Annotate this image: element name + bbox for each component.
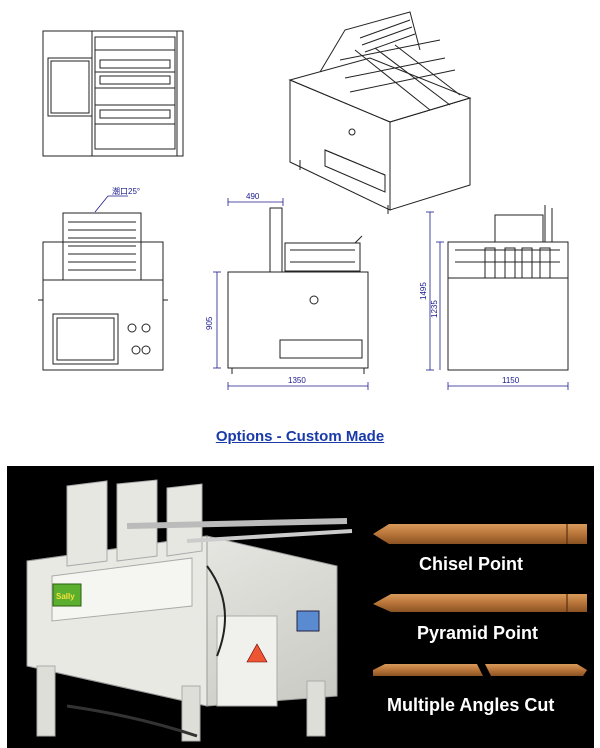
pyramid-point-stake	[373, 594, 587, 612]
product-photo-banner: Sally Chisel Point Pyramid Point Multipl…	[7, 466, 594, 748]
chisel-point-label: Chisel Point	[419, 554, 523, 574]
pyramid-point-label: Pyramid Point	[417, 623, 538, 643]
options-custom-made-link[interactable]: Options - Custom Made	[215, 428, 385, 445]
pointing-machine-illustration: Sally	[26, 479, 353, 742]
chamfer-angle-label: 潮口25°	[112, 186, 140, 196]
multiple-angles-stake-2	[485, 664, 587, 676]
side-width-dimension: 1350	[288, 376, 306, 385]
multiple-angles-cut-label: Multiple Angles Cut	[387, 695, 554, 715]
front-height-outer-dimension: 1495	[419, 282, 428, 300]
rear-view-drawing	[447, 205, 569, 371]
front-view-drawing	[38, 212, 168, 371]
chisel-point-stake	[373, 524, 587, 544]
stake-samples	[373, 524, 587, 676]
brand-logo: Sally	[56, 592, 75, 601]
side-height-dimension: 905	[205, 316, 214, 330]
side-view-drawing	[227, 207, 369, 374]
options-heading: Options - Custom Made	[0, 428, 600, 446]
front-height-inner-dimension: 1235	[430, 300, 439, 318]
side-top-dimension: 490	[246, 192, 260, 201]
front-width-dimension: 1150	[502, 376, 520, 385]
machine-photo: Sally Chisel Point Pyramid Point Multipl…	[26, 479, 587, 742]
isometric-view-drawing	[288, 11, 472, 214]
multiple-angles-stake-1	[373, 664, 483, 676]
top-view-drawing	[42, 30, 184, 157]
technical-drawings: 潮口25° 490 905 1350 1495 1235 1150	[38, 11, 569, 390]
